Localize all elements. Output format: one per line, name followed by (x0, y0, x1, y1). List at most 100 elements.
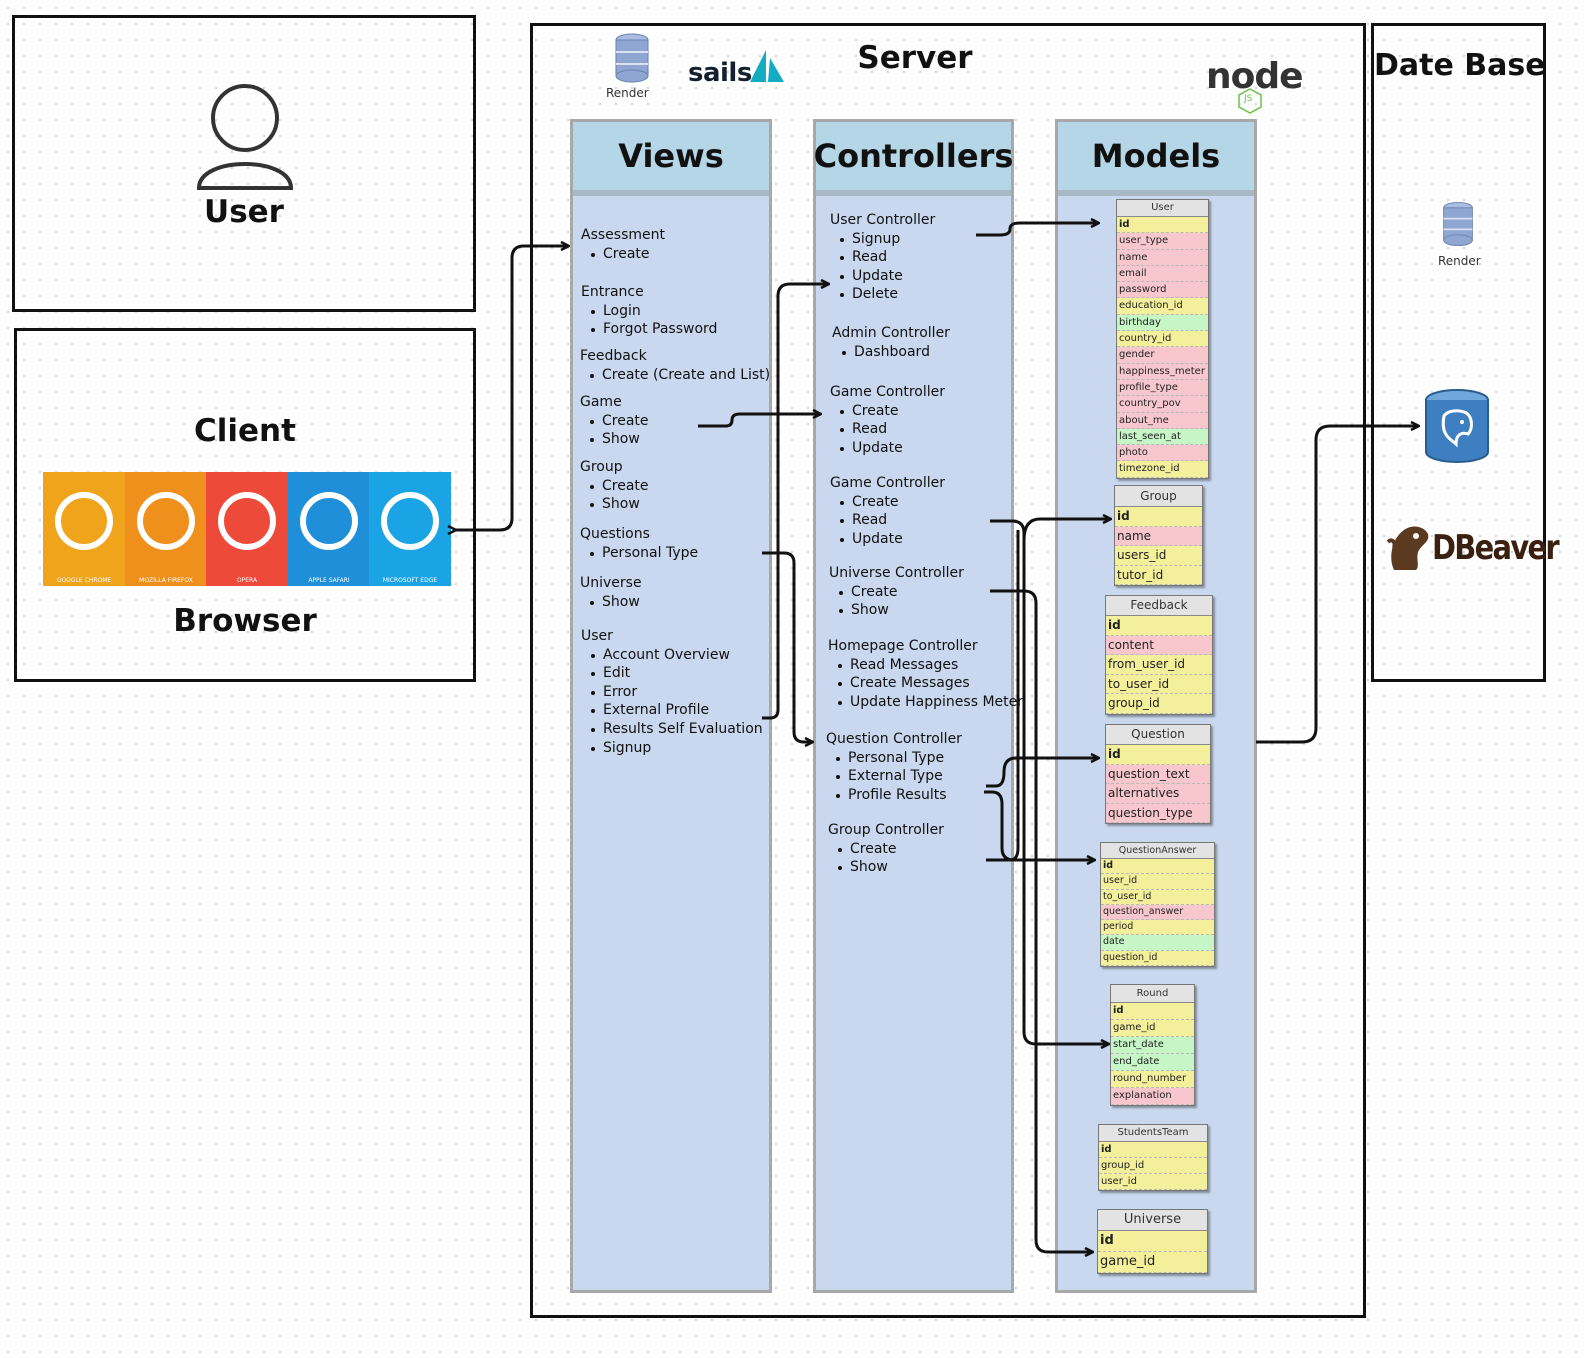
controllers-group-title: Game Controller (830, 384, 945, 400)
table-field: start_date (1111, 1037, 1194, 1054)
views-group-title: Entrance (581, 284, 644, 300)
controllers-group-item: Read Messages (838, 656, 1023, 675)
table-field: name (1117, 249, 1208, 266)
table-header: Feedback (1106, 596, 1212, 616)
table-field: question_text (1106, 764, 1210, 785)
controllers-group-item: Create Messages (838, 674, 1023, 693)
browser-icon (218, 492, 276, 550)
nodejs-hex-icon (1238, 88, 1262, 114)
table-field: user_id (1099, 1174, 1207, 1190)
table-field: country_id (1117, 331, 1208, 348)
table-field: timezone_id (1117, 461, 1208, 478)
views-title: Views (573, 122, 769, 196)
controllers-group-item: Signup (839, 230, 935, 249)
user-box: User (12, 15, 476, 312)
table-field: country_pov (1117, 396, 1208, 413)
table-field: about_me (1117, 412, 1208, 429)
table-field: birthday (1117, 314, 1208, 332)
browser-icon (55, 492, 113, 550)
table-field: round_number (1111, 1071, 1194, 1088)
table-field: gender (1117, 347, 1208, 364)
views-group-items: Personal Type (580, 544, 698, 563)
table-field: photo (1117, 445, 1208, 462)
table-field: profile_type (1117, 379, 1208, 397)
table-field: happiness_meter (1117, 363, 1208, 380)
views-group-item: Create (590, 477, 649, 494)
table-field: id (1111, 1003, 1194, 1020)
controllers-group-item: Update (840, 530, 945, 549)
controllers-group-title: Homepage Controller (828, 638, 978, 654)
views-group-title: User (581, 628, 613, 644)
table-header: Question (1106, 725, 1210, 745)
browser-label: Browser (173, 603, 317, 639)
views-column: Views (570, 119, 772, 1293)
table-field: game_id (1111, 1020, 1194, 1037)
views-group-item: External Profile (591, 701, 763, 720)
table-field: id (1115, 507, 1202, 527)
controllers-group-item: Profile Results (836, 786, 962, 805)
table-field: education_id (1117, 298, 1208, 315)
controllers-group-item: Show (838, 858, 944, 877)
table-field: end_date (1111, 1054, 1194, 1071)
models-title: Models (1058, 122, 1254, 196)
user-icon (196, 84, 294, 190)
table-field: date (1101, 935, 1214, 951)
table-field: group_id (1099, 1158, 1207, 1174)
table-field: last_seen_at (1117, 428, 1208, 446)
table-header: Universe (1098, 1210, 1207, 1231)
views-group-item: Signup (591, 739, 763, 758)
browser-name: OPERA (236, 577, 258, 584)
browser-logo-4: MICROSOFT EDGE (369, 472, 451, 586)
views-group-title: Group (580, 459, 623, 475)
database-box: Date Base (1371, 23, 1546, 682)
controllers-group-title: Game Controller (830, 475, 945, 491)
render-database-icon (1443, 201, 1473, 247)
table-field: password (1117, 282, 1208, 299)
dbeaver-beaver-icon (1386, 526, 1429, 570)
browser-logo-2: OPERA (206, 472, 288, 586)
table-field: question_type (1106, 803, 1210, 824)
table-field: users_id (1115, 546, 1202, 566)
browser-name: GOOGLE CHROME (56, 577, 112, 584)
controllers-group-item: Create (840, 402, 945, 421)
table-field: to_user_id (1101, 889, 1214, 905)
controllers-group-item: Read (840, 511, 945, 530)
table-field: question_id (1101, 950, 1214, 967)
client-title: Client (194, 413, 296, 449)
table-field: game_id (1098, 1252, 1207, 1273)
table-field: id (1099, 1142, 1207, 1158)
views-group-title: Questions (580, 526, 650, 542)
render-database-label: Render (1438, 254, 1481, 268)
browser-icon (137, 492, 195, 550)
dbeaver-label: DBeaver (1432, 528, 1560, 568)
controllers-group-item: Update (839, 267, 935, 286)
browser-name: APPLE SAFARI (308, 577, 350, 584)
controllers-group-item: Update (840, 439, 945, 458)
views-group-items: Create (581, 245, 665, 264)
browser-name: MOZILLA FIREFOX (139, 577, 193, 584)
views-group-title: Feedback (580, 348, 647, 364)
views-group-item: Create (591, 245, 665, 264)
controllers-group-item: Create (839, 583, 964, 602)
table-field: alternatives (1106, 784, 1210, 804)
render-server-icon (615, 33, 649, 83)
